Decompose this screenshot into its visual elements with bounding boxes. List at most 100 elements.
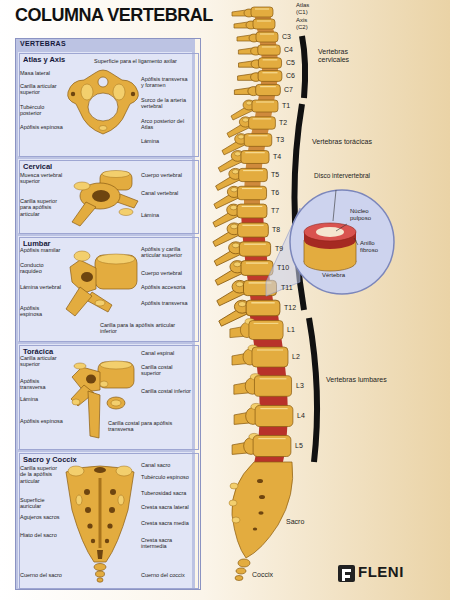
panel-heading: Sacro y Coccix [20,454,198,465]
vertebra-label: C7 [284,86,293,94]
disc-closeup [304,223,356,241]
leader-line [333,190,336,221]
spine-sacrum [257,479,263,483]
spine-vertebrae [213,204,267,227]
spine-vertebrae [219,300,280,326]
vertebra-label: C3 [282,33,291,41]
spine-vertebrae [238,71,282,82]
part-label: Cresta sacra media [141,520,191,526]
spine-vertebrae [215,261,273,286]
part-label: Sacro [286,518,316,526]
vertebra-label: L2 [292,353,300,361]
thoracic-drawing [100,381,108,387]
lumbar-drawing [81,272,93,282]
spine-vertebrae [227,117,275,138]
lumbar-drawing [74,251,90,261]
vertebra-label: L5 [295,442,303,450]
region-label: Vertebras lumbares [326,376,388,384]
sacrum-drawing [109,507,115,513]
cervical-drawing [74,182,90,190]
sacrum-drawing [118,495,124,505]
panel-ground [15,38,195,590]
lumbar-drawing [95,255,137,289]
sacrum-drawing [116,466,132,476]
part-label: Carilla articular superior [20,83,66,96]
part-label: Cuerpo vertebral [141,270,191,276]
sacrum-drawing [96,571,105,577]
part-label: Lámina vertebral [20,284,62,290]
thoracic-drawing [86,375,96,384]
spine-vertebrae [234,374,292,397]
disc-closeup [304,223,356,271]
spine-vertebrae [234,403,293,426]
sacrum-drawing [99,478,102,548]
vertebra-box: Atlas y Axis [19,53,199,157]
vertebra-label: C4 [284,46,293,54]
atlas-drawing [113,84,125,100]
disc-label: Anillo fibroso [360,240,392,254]
vertebra-label: L3 [296,382,304,390]
part-label: Tubérculo espinoso [141,474,191,480]
sacrum-drawing [97,550,103,559]
spine-vertebrae [232,433,291,456]
lumbar-drawing [97,254,135,264]
part-label: Carilla para la apófisis articular infer… [100,322,192,335]
thoracic-drawing [100,361,132,369]
region-label: Vertebras torácicas [312,138,374,146]
vertebra-label: L4 [297,412,305,420]
spine-vertebrae [214,242,270,266]
part-label: Coccix [252,571,282,579]
spine-vertebrae [234,19,275,29]
disc-label: Vértebra [322,272,362,279]
part-label: Carilla superior para apófisis articular [20,198,64,217]
logo-text: FLENI [358,563,404,581]
spine-sacrum [253,527,257,530]
part-label: Masa lateral [20,70,65,76]
spine-vertebrae [237,32,278,42]
sacrum-drawing [68,466,84,476]
part-label: Tubérculo posterior [20,104,66,117]
disc-label: Núcleo pulposo [350,208,386,222]
sacrum-drawing [105,539,109,543]
spine-vertebrae [213,7,293,457]
part-label: Apófisis transversa [20,378,64,391]
part-label: Carilla costal superior [141,364,191,377]
atlas-drawing [131,92,135,96]
poster-title: COLUMNA VERTEBRAL [15,5,213,26]
lumbar-drawing [70,260,96,293]
part-label: Muesca vertebral superior [20,172,64,185]
cervical-drawing [102,171,130,178]
atlas-drawing [68,70,139,134]
region-label: Vertebras cervicales [318,48,380,65]
spine-vertebrae [239,58,282,69]
cervical-drawing [72,202,96,226]
spine-vertebrae [231,100,278,120]
part-label: Arco posterior del Atlas [141,118,191,131]
atlas-drawing [68,70,139,134]
vertebra-label: T11 [281,284,293,292]
sacrum-drawing [85,507,91,513]
vertebra-label: T4 [273,153,281,161]
magnifier [290,190,394,294]
leader-line [354,238,358,245]
spine-sacrum [229,500,237,506]
thoracic-drawing [74,363,86,369]
logo-icon [338,565,355,582]
part-label: Apófisis mamilar [20,247,64,253]
part-label: Cresta sacra lateral [141,504,191,510]
thoracic-drawing [98,362,134,388]
vertebra-label: T8 [272,226,280,234]
panel-ground [18,52,192,156]
sacrum-drawing [66,466,134,562]
spine-sacrum [259,495,265,499]
region-bracket [309,318,317,462]
thoracic-drawing [88,391,100,438]
part-label: Canal sacro [141,462,191,468]
spine-sacrum [229,462,293,581]
spine-sacrum [235,576,243,581]
vertebra-label: Atlas (C1) [296,2,318,16]
part-label: Superficie auricular [20,497,60,510]
part-label: Canal espinal [141,350,191,356]
vertebra-label: T12 [284,304,296,312]
vertebra-label: T9 [275,245,283,253]
